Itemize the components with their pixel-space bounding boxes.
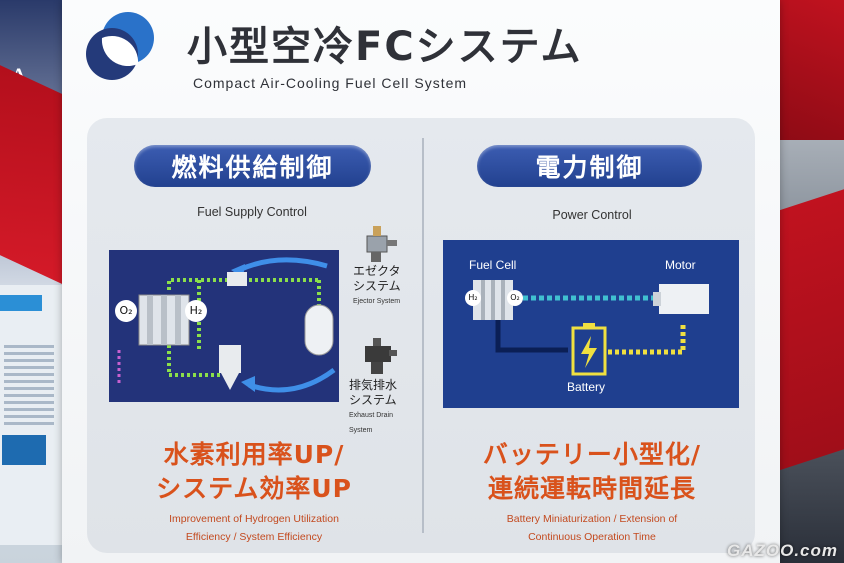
fuel-flow-graphic [117,257,336,393]
ejector-label: エゼクタ システム Ejector System [353,264,401,305]
page-title: 小型空冷FCシステム [187,24,583,70]
background-sign [0,285,64,545]
fuel-benefit-description: Improvement of Hydrogen Utilization Effi… [169,513,339,543]
o2-badge-right: O₂ [507,290,523,306]
red-decor-right [778,189,844,471]
fuel-benefit-title: 水素利用率UP/ システム効率UP [156,440,352,503]
circle-logo-icon [86,12,154,80]
watermark: GAZOO.com [726,541,838,560]
fuel-cell-label: Fuel Cell [469,258,517,272]
fuel-supply-diagram: O₂ H₂ [109,250,339,402]
exhaust-drain-label: 排気排水 システム Exhaust Drain System [349,378,398,434]
power-benefit-description: Battery Miniaturization / Extension of C… [506,513,678,543]
red-decor-right-top [778,0,844,140]
power-benefit-title: バッテリー小型化/ 連続運転時間延長 [482,440,702,503]
power-control-subtitle: Power Control [552,208,632,222]
exhaust-drain-icon [365,338,397,374]
content-panel: 燃料供給制御 Fuel Supply Control [87,118,755,553]
page-subtitle: Compact Air-Cooling Fuel Cell System [193,75,468,91]
motor-label: Motor [665,258,696,272]
fuel-supply-heading: 燃料供給制御 [134,145,371,187]
display-board: 小型空冷FCシステム Compact Air-Cooling Fuel Cell… [62,0,780,563]
red-decor-left [0,65,64,285]
power-control-diagram: Fuel Cell Motor Battery H₂ O₂ [443,240,739,408]
h2-badge: H₂ [185,300,207,322]
fuel-supply-subtitle: Fuel Supply Control [197,205,307,219]
ejector-icon [366,226,397,262]
power-flow-graphic [473,280,709,376]
battery-label: Battery [567,380,606,394]
h2-badge-right: H₂ [465,290,481,306]
o2-badge: O₂ [115,300,137,322]
power-control-heading: 電力制御 [477,145,702,187]
divider [422,138,424,533]
